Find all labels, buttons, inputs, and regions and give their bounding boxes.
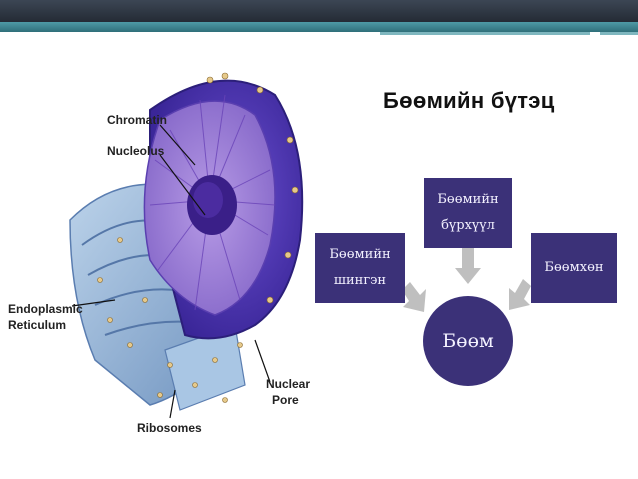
box-nucleoplasm: Бөөмийн шингэн xyxy=(315,233,405,303)
arrow-right xyxy=(509,279,531,310)
box-left-line1: Бөөмийн xyxy=(329,247,391,262)
box-left-line2: шингэн xyxy=(333,273,387,288)
label-ribosomes: Ribosomes xyxy=(137,421,202,435)
slide-title: Бөөмийн бүтэц xyxy=(383,88,555,113)
box-right-line1: Бөөмхөн xyxy=(544,260,604,275)
header-band xyxy=(0,22,638,32)
box-top-line2: бүрхүүл xyxy=(441,218,495,233)
box-nuclear-envelope: Бөөмийн бүрхүүл xyxy=(424,178,512,248)
label-nuclear: Nuclear xyxy=(266,377,311,391)
label-endoplasmic: Endoplasmic xyxy=(8,302,83,316)
box-top-line1: Бөөмийн xyxy=(437,192,499,207)
center-nucleus: Бөөм xyxy=(423,296,513,386)
label-chromatin: Chromatin xyxy=(107,113,167,127)
nucleus-illustration xyxy=(69,72,304,419)
box-nucleolus: Бөөмхөн xyxy=(531,233,617,303)
header-accent xyxy=(380,32,590,35)
label-nucleolus: Nucleolus xyxy=(107,144,165,158)
arrow-down xyxy=(455,248,481,284)
header-bar xyxy=(0,0,638,22)
label-reticulum: Reticulum xyxy=(8,318,67,332)
arrow-left xyxy=(402,282,426,312)
header-accent-2 xyxy=(600,32,638,35)
label-pore: Pore xyxy=(272,393,299,407)
